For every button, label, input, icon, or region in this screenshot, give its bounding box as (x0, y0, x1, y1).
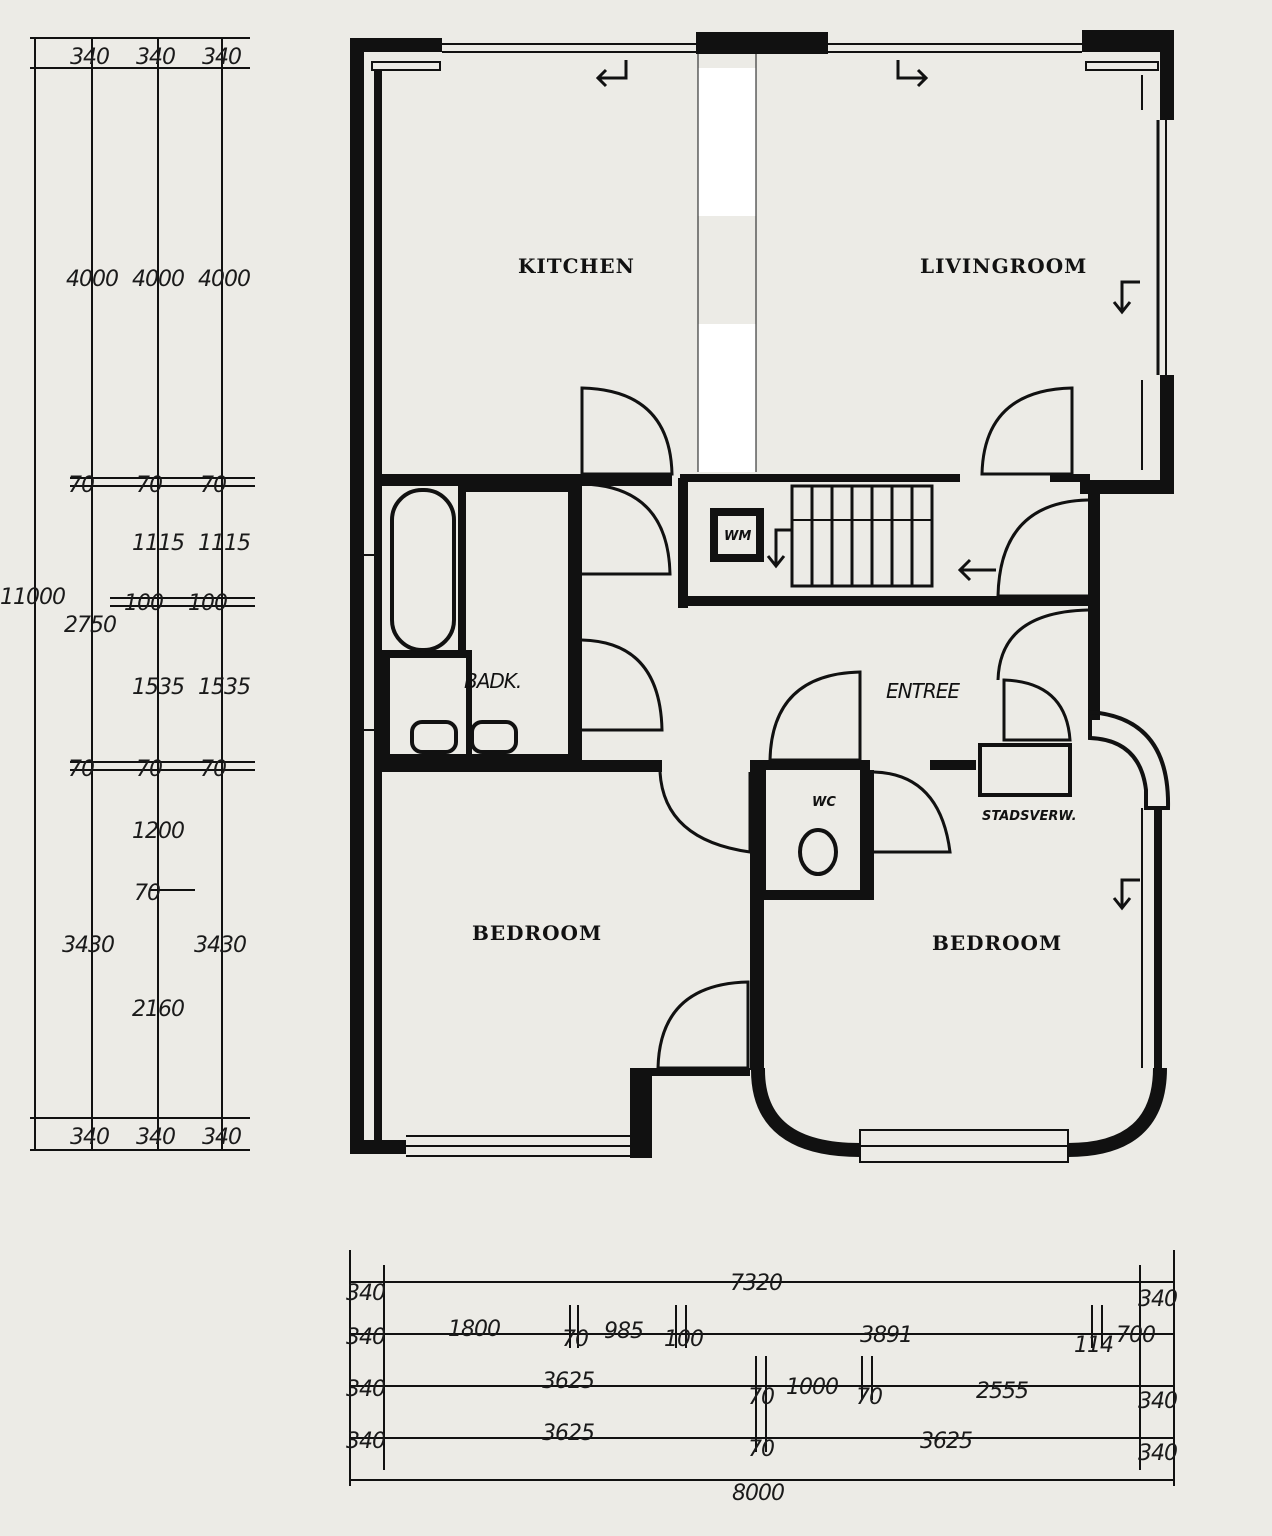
dim-row5-left: 3430 (62, 933, 114, 958)
dim-row1-a: 4000 (66, 267, 118, 292)
dim-top-wall-2: 340 (136, 45, 175, 70)
label-bedroom-right: BEDROOM (932, 931, 1062, 955)
hdim-row2-b: 70 (562, 1327, 588, 1352)
label-wc: WC (812, 795, 836, 810)
hdim-row2-left: 340 (346, 1325, 385, 1350)
window-opening-markers (595, 60, 1140, 911)
dim-bottom-wall-2: 340 (136, 1125, 175, 1150)
dim-wall-a-3: 70 (200, 473, 226, 498)
dim-wall-c-3: 70 (200, 757, 226, 782)
hdim-row3-a: 3625 (542, 1369, 594, 1394)
horizontal-dimension-strip: 340 7320 340 340 1800 70 985 100 3891 11… (346, 1250, 1178, 1506)
dim-row2-a: 1115 (132, 531, 184, 556)
dim-row1-c: 4000 (198, 267, 250, 292)
dim-row2-b: 1115 (198, 531, 250, 556)
label-livingroom: LIVINGROOM (920, 254, 1087, 278)
dim-wall-a-2: 70 (136, 473, 162, 498)
label-bedroom-left: BEDROOM (472, 921, 602, 945)
hdim-row2-c: 985 (604, 1319, 643, 1344)
bathroom-tiles (466, 492, 568, 754)
hdim-row4-a: 3625 (542, 1421, 594, 1446)
hdim-row3-c: 1000 (786, 1375, 838, 1400)
dim-wall-d: 70 (134, 881, 160, 906)
interior-walls (382, 54, 1100, 900)
hdim-row3-left: 340 (346, 1377, 385, 1402)
dim-row5-right: 3430 (194, 933, 246, 958)
hdim-row4-right: 340 (1138, 1441, 1177, 1466)
dim-bottom-wall-3: 340 (202, 1125, 241, 1150)
dim-total-height: 11000 (0, 585, 65, 610)
hdim-row3-right: 340 (1138, 1389, 1177, 1414)
dim-row3-b: 1535 (198, 675, 250, 700)
label-entree: ENTREE (886, 679, 960, 703)
hdim-row3-e: 2555 (976, 1379, 1028, 1404)
dim-wall-c-2: 70 (136, 757, 162, 782)
hdim-row2-right: 700 (1116, 1323, 1155, 1348)
dim-row6: 2160 (132, 997, 184, 1022)
vertical-dimension-strip: 340 340 340 4000 4000 4000 70 70 70 1115… (0, 37, 255, 1151)
doors (580, 386, 1171, 1070)
dim-bottom-wall-1: 340 (70, 1125, 109, 1150)
hdim-row3-d: 70 (856, 1385, 882, 1410)
dim-wall-b-2: 100 (188, 591, 227, 616)
hdim-row4-b: 70 (748, 1437, 774, 1462)
dim-row1-b: 4000 (132, 267, 184, 292)
dim-wall-b-1: 100 (124, 591, 163, 616)
hdim-row2-f: 114 (1074, 1333, 1113, 1358)
label-wm: WM (724, 529, 751, 544)
hdim-row3-b: 70 (748, 1385, 774, 1410)
hdim-row2-e: 3891 (860, 1323, 912, 1348)
bay-window-walls (750, 770, 1167, 1163)
label-kitchen: KITCHEN (518, 254, 635, 278)
label-bathroom: BADK. (464, 669, 521, 693)
hdim-row4-left: 340 (346, 1429, 385, 1454)
hdim-row4-c: 3625 (920, 1429, 972, 1454)
hdim-row1-right: 340 (1138, 1287, 1177, 1312)
dim-top-wall-3: 340 (202, 45, 241, 70)
dim-wall-a-1: 70 (68, 473, 94, 498)
dim-top-wall-1: 340 (70, 45, 109, 70)
dim-wall-c-1: 70 (68, 757, 94, 782)
hdim-row2-a: 1800 (448, 1317, 500, 1342)
hdim-row1-span: 7320 (730, 1271, 782, 1296)
hdim-row1-left: 340 (346, 1281, 385, 1306)
dim-col0-mid: 2750 (64, 613, 116, 638)
hdim-row2-d: 100 (664, 1327, 703, 1352)
dim-row4: 1200 (132, 819, 184, 844)
hdim-total-width: 8000 (732, 1481, 784, 1506)
label-stadsverw: STADSVERW. (982, 809, 1077, 824)
dim-row3-a: 1535 (132, 675, 184, 700)
